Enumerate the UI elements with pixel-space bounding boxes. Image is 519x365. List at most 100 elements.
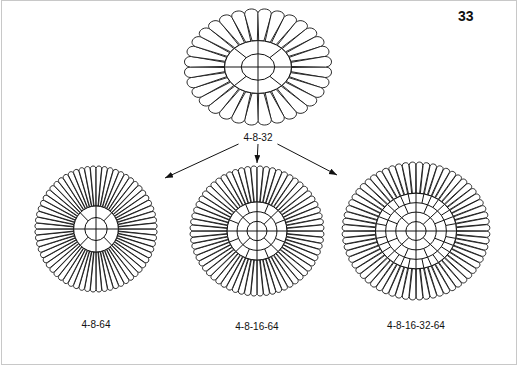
cell-wall [424, 248, 428, 257]
cell-wall [225, 67, 242, 68]
cell-wall [379, 217, 388, 221]
cell-wall [401, 196, 405, 205]
cell-wall [386, 231, 396, 232]
cell-wall [379, 242, 388, 246]
disk-ground [74, 206, 119, 252]
cell-wall [257, 241, 258, 251]
cell-wall [376, 224, 386, 226]
formula-label: 4-8-32 [177, 132, 339, 144]
disk-ring [74, 206, 119, 252]
cell-wall [236, 245, 243, 252]
cell-wall [275, 238, 284, 242]
disk-ring [237, 212, 277, 251]
cell-wall [96, 229, 97, 241]
cell-wall [446, 237, 456, 239]
ray-floret [291, 56, 333, 70]
cell-wall [416, 212, 417, 221]
flower-head: 4-8-16-64 [185, 163, 329, 333]
cell-wall [441, 247, 449, 252]
cell-wall [104, 213, 112, 221]
disk-ring [247, 221, 267, 240]
cell-wall [404, 205, 408, 214]
flower-group [342, 162, 490, 300]
cell-wall [80, 213, 88, 221]
cell-wall [437, 204, 444, 211]
cell-wall [393, 255, 399, 263]
cell-wall [265, 204, 269, 213]
cell-wall [80, 237, 88, 245]
cell-wall [416, 203, 417, 212]
disk-ring [241, 54, 274, 80]
cell-wall [422, 194, 424, 203]
flower-illustration [340, 160, 492, 302]
cell-wall [234, 76, 246, 85]
cell-wall [423, 218, 430, 225]
cell-wall [416, 240, 417, 249]
cell-wall [96, 217, 97, 229]
cell-wall [387, 204, 394, 211]
ray-floret [118, 223, 157, 231]
cell-wall [430, 244, 437, 251]
cell-wall [107, 229, 118, 230]
disk-ring [227, 202, 287, 260]
cell-wall [416, 250, 417, 259]
cell-wall [229, 220, 238, 224]
cell-wall [234, 48, 246, 57]
cell-wall [424, 205, 428, 214]
cell-wall [404, 248, 408, 257]
flower-head: 4-8-16-32-64 [337, 160, 495, 332]
disk-ground [227, 202, 287, 260]
cell-wall [241, 67, 258, 68]
cell-wall [257, 221, 258, 231]
flower-illustration [188, 163, 326, 299]
cell-wall [416, 259, 417, 268]
cell-wall [433, 255, 439, 263]
cell-wall [446, 231, 456, 232]
cell-wall [236, 210, 243, 217]
cell-wall [258, 67, 275, 68]
cell-wall [388, 220, 397, 224]
cell-wall [423, 238, 430, 245]
cell-wall [270, 48, 282, 57]
cell-wall [416, 231, 417, 240]
flower-head: 4-8-32 [177, 6, 339, 144]
ray-floret [456, 225, 490, 233]
cell-wall [446, 224, 456, 226]
disk-ground [376, 193, 457, 269]
cell-wall [382, 247, 390, 252]
cell-wall [406, 231, 416, 232]
cell-wall [258, 67, 259, 80]
flower-group [35, 166, 157, 292]
cell-wall [229, 238, 238, 242]
disk-ring [376, 193, 457, 269]
cell-wall [416, 222, 417, 231]
cell-wall [435, 220, 444, 224]
cell-wall [264, 217, 271, 224]
cell-wall [243, 217, 250, 224]
cell-wall [422, 259, 424, 268]
cell-wall [408, 194, 410, 203]
cell-wall [258, 54, 259, 67]
cell-wall [402, 218, 409, 225]
cell-wall [444, 217, 453, 221]
cell-wall [257, 212, 258, 222]
cell-wall [441, 210, 449, 215]
cell-wall [437, 251, 444, 258]
ray-floret [287, 225, 324, 233]
cell-wall [382, 210, 390, 215]
cell-wall [96, 241, 97, 253]
cell-wall [430, 211, 437, 218]
cell-wall [257, 231, 258, 241]
cell-wall [237, 231, 247, 232]
cell-wall [436, 231, 446, 232]
cell-wall [85, 229, 96, 230]
cell-wall [428, 257, 432, 266]
cell-wall [402, 238, 409, 245]
cell-wall [247, 231, 257, 232]
cell-wall [257, 202, 258, 212]
cell-wall [428, 196, 432, 205]
disk-ring [406, 222, 426, 241]
cell-wall [246, 204, 250, 213]
cell-wall [246, 249, 250, 258]
